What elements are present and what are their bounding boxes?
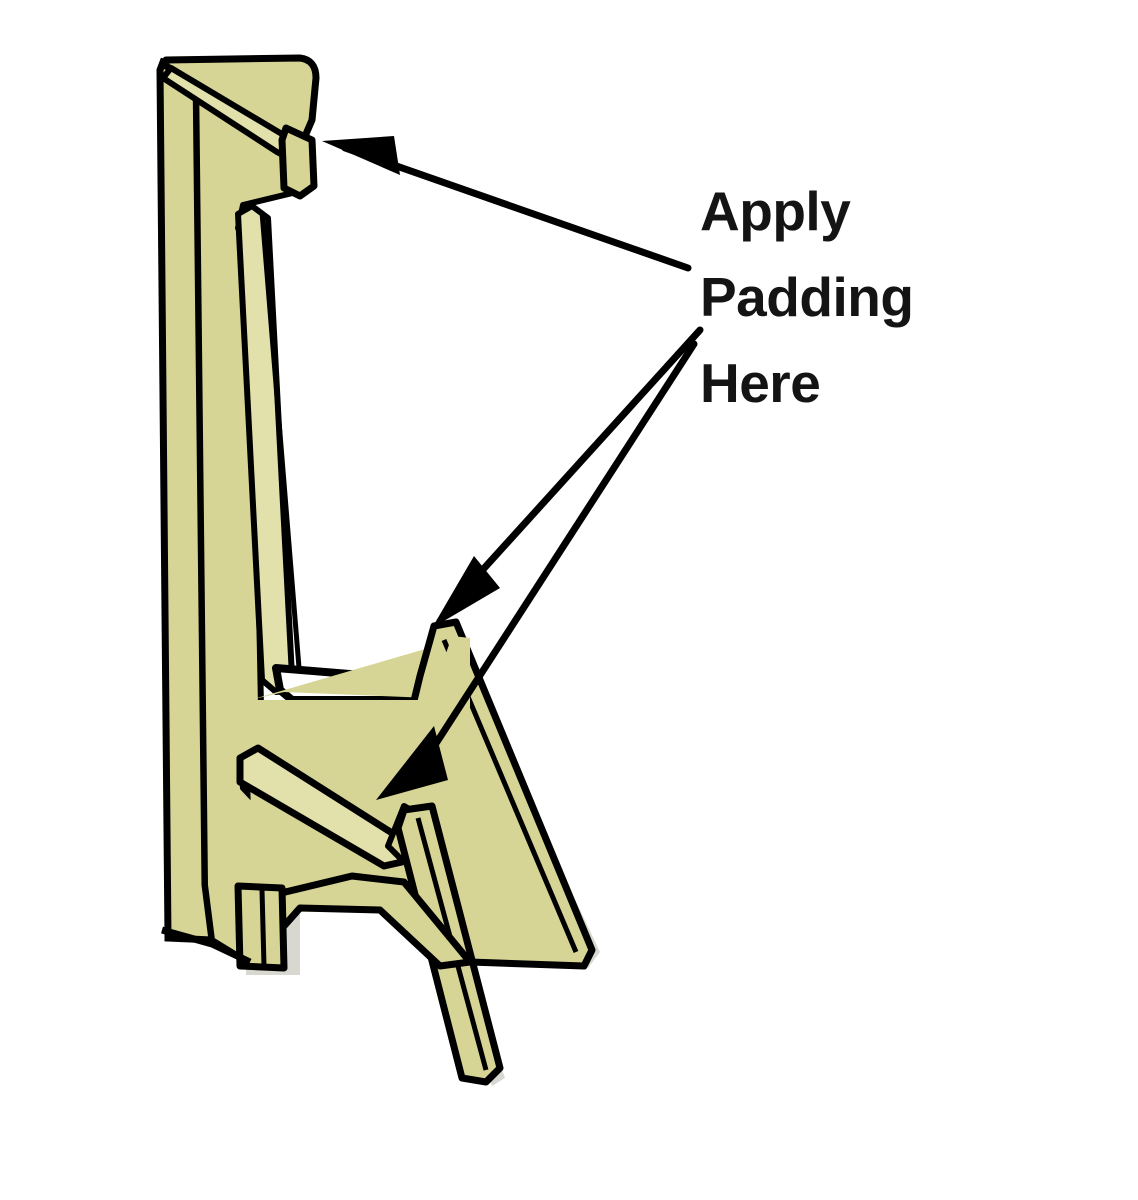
callout-line-3: Here: [700, 352, 821, 414]
callout-line-1: Apply: [700, 180, 851, 242]
base-bottom-edge: [161, 926, 252, 966]
arrow-middle-shaft: [464, 326, 704, 590]
arrow-middle-head: [432, 556, 500, 628]
inner-fold-edge-line: [259, 211, 303, 681]
arrow-lower-shaft: [420, 340, 698, 766]
arrow-lower: [376, 340, 698, 800]
arrow-top-head: [322, 136, 400, 175]
arrow-middle: [432, 326, 704, 628]
arrow-top: [322, 136, 692, 272]
callout-label: Apply Padding Here: [700, 168, 1120, 426]
leader-arrows-group: [322, 136, 704, 800]
callout-line-2: Padding: [700, 266, 914, 328]
profile-body-group: [156, 54, 596, 1086]
base-tab-inner-line: [259, 889, 267, 967]
arrow-lower-head: [376, 726, 448, 800]
flange-return-lip: [278, 124, 318, 200]
arrow-top-shaft: [341, 144, 692, 272]
